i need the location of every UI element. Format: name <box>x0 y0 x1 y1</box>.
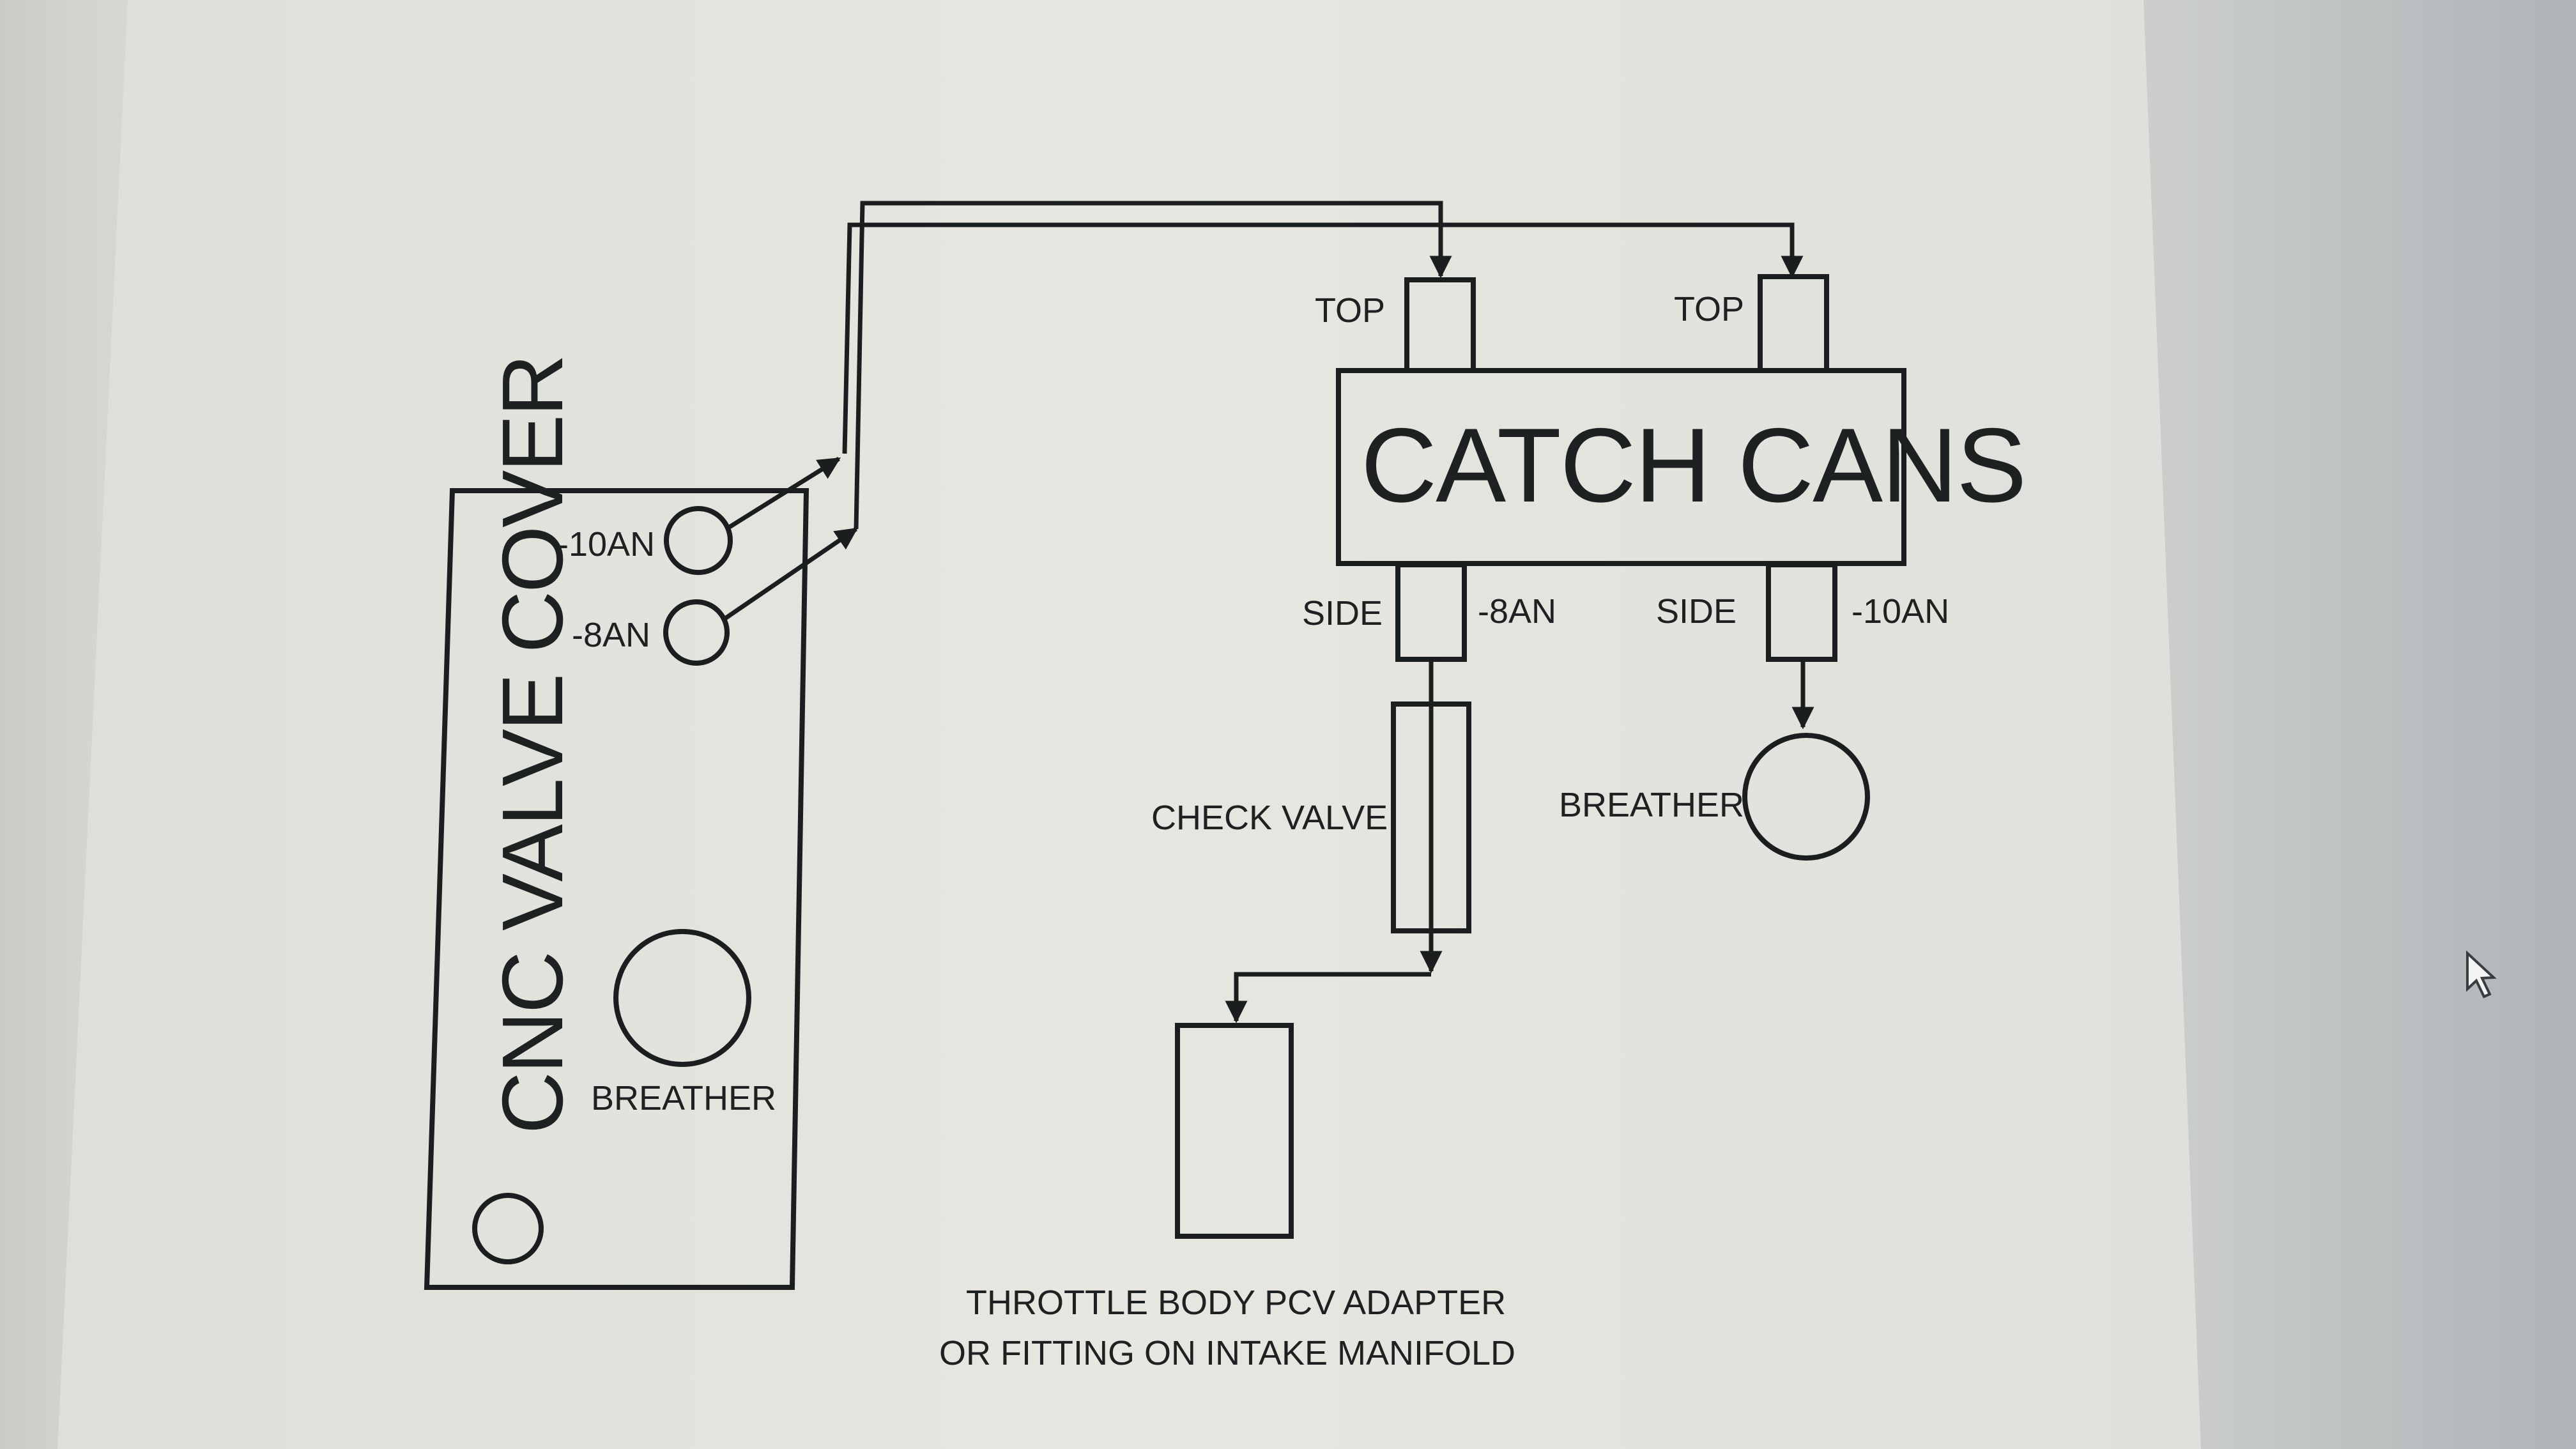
port-upper-size-label: -10AN <box>557 525 655 564</box>
valve-cover-title: CNC VALVE COVER <box>484 356 581 1134</box>
catch-cans-box <box>1336 368 1906 566</box>
right-top-label: TOP <box>1674 290 1744 328</box>
right-breather-label: BREATHER <box>1559 786 1744 824</box>
right-top-fitting <box>1758 274 1829 373</box>
catch-cans-title: CATCH CANS <box>1361 406 2025 524</box>
pcv-adapter-box <box>1175 1023 1294 1239</box>
port-10an-circle <box>664 506 733 575</box>
right-side-label: SIDE <box>1656 592 1736 631</box>
right-side-size-label: -10AN <box>1851 592 1949 631</box>
port-8an-circle <box>663 599 730 666</box>
hose-line-to-left-can-top <box>854 201 1452 530</box>
document-page <box>57 0 2201 1449</box>
pcv-adapter-label-line2: OR FITTING ON INTAKE MANIFOLD <box>939 1334 1515 1372</box>
valve-cover-breather-label: BREATHER <box>591 1079 776 1117</box>
check-valve-label: CHECK VALVE <box>1151 799 1388 837</box>
hose-arrow-8an <box>724 527 858 620</box>
valve-cover-box <box>424 488 809 1290</box>
left-side-label: SIDE <box>1302 594 1383 632</box>
hose-line-to-right-can-top <box>842 222 1804 454</box>
right-breather-circle <box>1742 733 1870 861</box>
port-lower-size-label: -8AN <box>572 616 650 654</box>
left-side-size-label: -8AN <box>1478 592 1556 631</box>
pcv-adapter-label-line1: THROTTLE BODY PCV ADAPTER <box>966 1284 1506 1322</box>
valve-cover-breather-circle <box>613 929 751 1067</box>
valve-cover-small-port-circle <box>472 1193 544 1264</box>
hose-line-to-pcv-adapter <box>1225 972 1431 1023</box>
hose-arrow-10an <box>727 457 841 530</box>
mouse-cursor-icon <box>2466 950 2497 999</box>
left-top-label: TOP <box>1315 291 1385 330</box>
left-top-fitting <box>1404 277 1476 373</box>
